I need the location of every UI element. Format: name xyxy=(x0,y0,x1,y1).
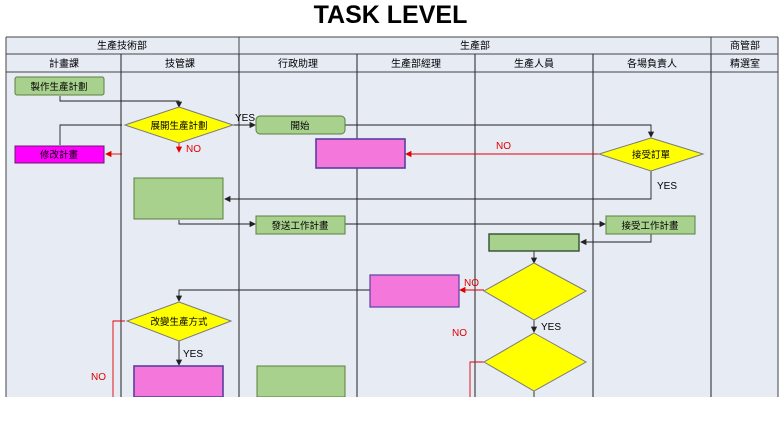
label-no-1: NO xyxy=(186,144,201,155)
edge-labels: YES NO NO YES NO YES NO YES NO xyxy=(91,113,677,383)
node-start-plan-decision: 展開生產計劃 xyxy=(123,106,235,144)
change-method-label: 改變生產方式 xyxy=(150,316,208,328)
label-yes-2: YES xyxy=(657,181,677,192)
dept-production: 生產部 xyxy=(460,39,490,52)
header: 生產技術部 生產部 商管部 xyxy=(5,36,779,397)
node-make-plan: 製作生產計劃 xyxy=(14,76,105,96)
begin-label: 開始 xyxy=(290,120,310,132)
node-modify-plan: 修改計畫 xyxy=(14,145,105,164)
node-tech-task xyxy=(133,177,224,220)
label-no-2: NO xyxy=(496,141,511,152)
lane-tech-mgmt: 技管課 xyxy=(165,57,195,70)
lane-production-manager: 生產部經理 xyxy=(391,57,441,70)
dept-commerce: 商管部 xyxy=(730,39,760,52)
lane-production-staff: 生產人員 xyxy=(514,57,554,70)
label-no-5: NO xyxy=(91,372,106,383)
accept-order-label: 接受訂單 xyxy=(632,149,670,161)
label-no-4: NO xyxy=(452,328,467,339)
node-staff-task xyxy=(488,233,580,252)
node-begin: 開始 xyxy=(255,115,346,135)
dept-production-tech: 生產技術部 xyxy=(97,39,147,52)
node-manager-task-2 xyxy=(369,274,460,308)
node-admin-task xyxy=(256,365,346,398)
lane-selection-room: 精選室 xyxy=(730,57,760,70)
receive-work-label: 接受工作計畫 xyxy=(621,220,679,232)
bottom-margin xyxy=(0,397,781,430)
lane-site-managers: 各場負責人 xyxy=(627,57,677,70)
label-no-3: NO xyxy=(464,278,479,289)
send-work-label: 發送工作計畫 xyxy=(271,220,329,232)
node-staff-decision-1 xyxy=(482,262,588,321)
page-title: TASK LEVEL xyxy=(313,1,468,29)
make-plan-label: 製作生產計劃 xyxy=(30,81,87,93)
node-send-work: 發送工作計畫 xyxy=(255,215,346,235)
label-yes-3: YES xyxy=(541,322,561,333)
node-staff-decision-2 xyxy=(483,332,588,392)
lane-planning: 計畫課 xyxy=(49,57,79,70)
label-yes-1: YES xyxy=(235,113,255,124)
connectors xyxy=(59,96,655,397)
modify-plan-label: 修改計畫 xyxy=(40,149,79,161)
node-manager-task xyxy=(315,138,406,169)
lane-admin-assistant: 行政助理 xyxy=(278,57,318,70)
node-change-method-decision: 改變生產方式 xyxy=(125,301,233,342)
node-tech-task-2 xyxy=(133,365,224,398)
node-accept-order-decision: 接受訂單 xyxy=(597,137,705,172)
start-plan-label: 展開生產計劃 xyxy=(150,120,207,132)
lane-headers: 計畫課 技管課 行政助理 生產部經理 生產人員 各場負責人 精選室 xyxy=(49,57,760,70)
lane-dividers xyxy=(120,54,712,397)
no-connectors xyxy=(105,143,599,397)
label-yes-4: YES xyxy=(183,349,203,360)
node-receive-work: 接受工作計畫 xyxy=(605,215,696,235)
